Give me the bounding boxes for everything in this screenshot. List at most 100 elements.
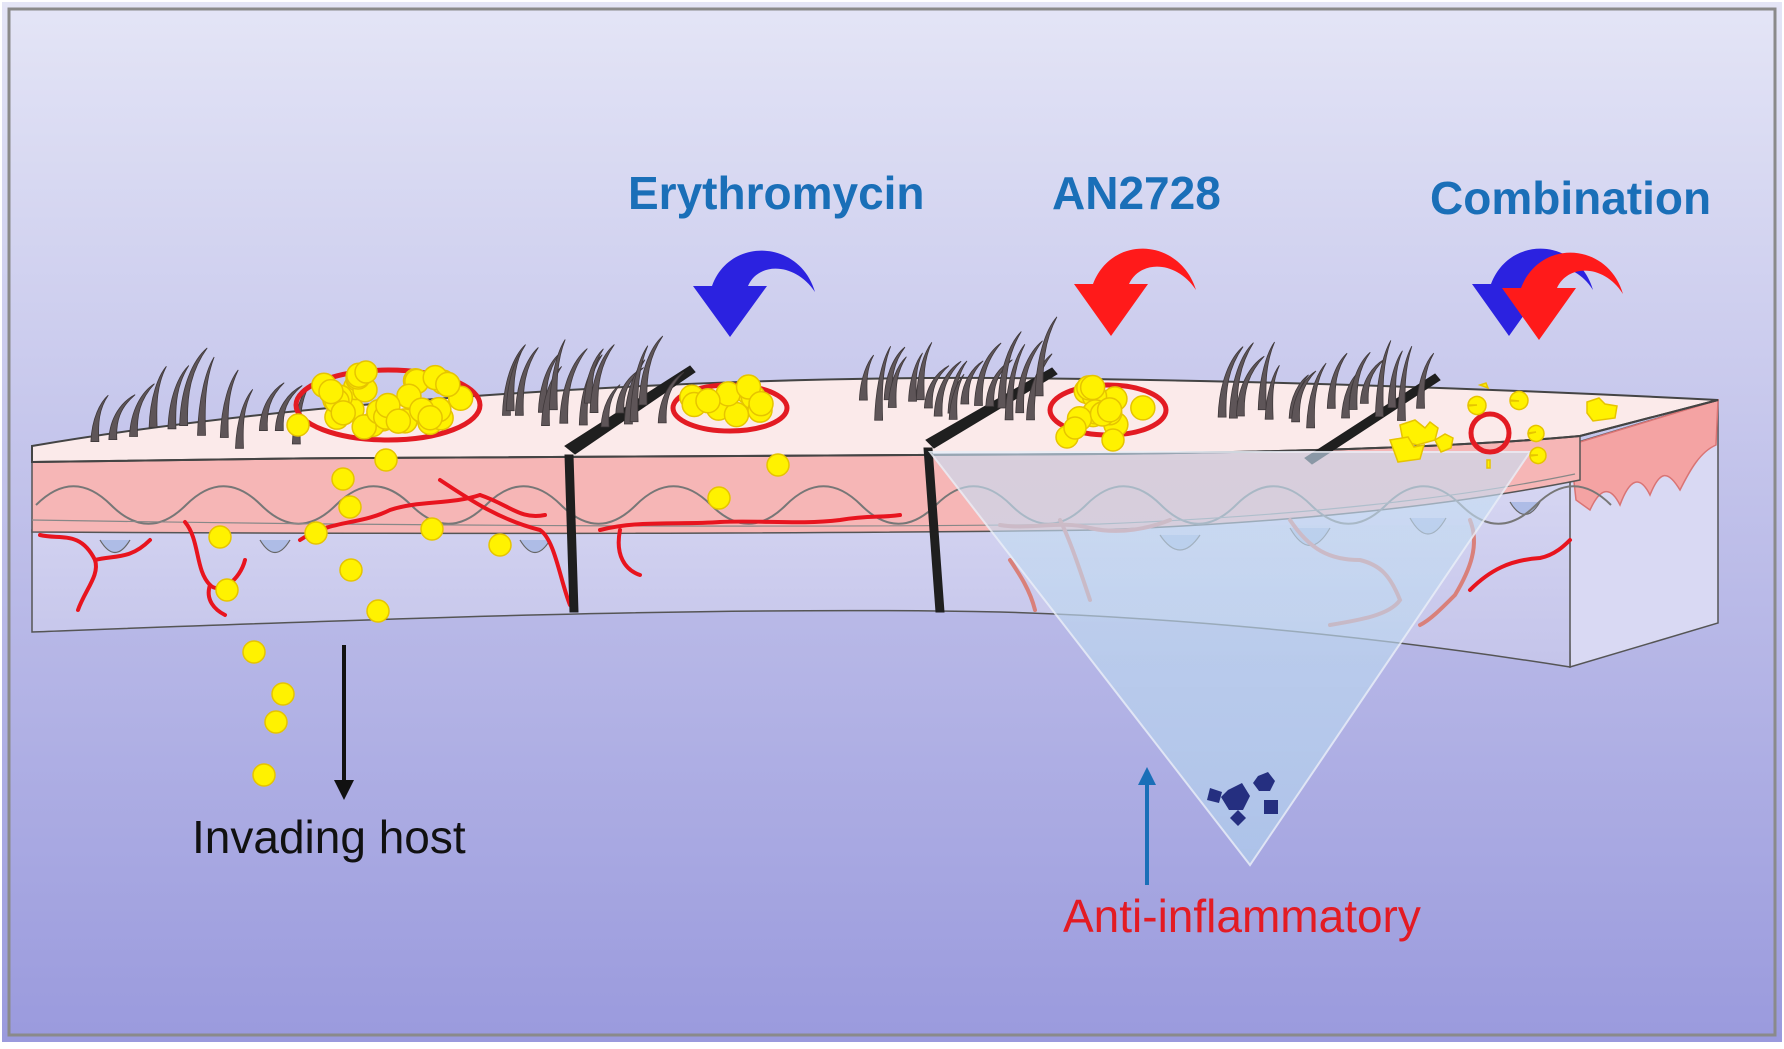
hair-follicle-icon [933,360,962,417]
broken-bacteria-icon [1509,390,1529,411]
molecule-icon [1253,772,1275,791]
lesion-combination [1468,411,1512,455]
label-erythromycin: Erythromycin [628,167,925,219]
hair-follicle-icon [1026,353,1053,421]
hair-follicle-icon [908,352,923,402]
hair-follicles [90,316,1435,449]
molecule-icon [1207,788,1222,803]
hair-follicle-icon [148,366,167,428]
bacteria-icon [435,371,461,398]
bacteria-icon [695,388,721,414]
hair-follicle-icon [235,389,254,449]
hair-follicle-icon [629,345,649,423]
hair-follicle-icon [974,342,1002,406]
broken-bacteria-icon [1388,436,1426,463]
bacteria-icon [1101,428,1125,452]
bacteria-icon [748,390,774,417]
hair-follicle-icon [1326,352,1348,409]
curved-arrow-icon [1074,248,1196,336]
bacteria-icon [331,467,355,491]
bacteria-icon [374,448,398,472]
bacteria-icon [1096,397,1123,423]
bacteria-icon [330,400,356,426]
hair-follicle-icon [600,384,621,428]
bacteria-icon [242,640,266,664]
hair-follicle-icon [1397,345,1413,421]
bacteria-icon [318,378,344,405]
hair-follicle-icon [985,359,1013,407]
hair-follicle-icon [1228,342,1254,419]
hair-follicle-icon [887,356,907,408]
treatment-arrows [334,248,1623,885]
hair-follicle-icon [108,394,136,441]
hair-follicle-icon [505,351,522,412]
bacteria-icon [385,408,412,434]
bacteria-icon [304,521,328,545]
molecule-icon [1230,810,1246,826]
bacteria-clusters [208,360,1156,787]
hair-follicle-icon [179,347,208,427]
hair-follicle-icon [1264,365,1280,420]
curved-arrow-icon [1502,252,1623,340]
bacteria-icon [338,495,362,519]
hair-follicle-icon [997,331,1022,409]
hair-follicle-icon [1374,340,1392,418]
curved-arrow-icon [693,250,815,337]
hair-follicle-icon [1217,346,1244,418]
hair-follicle-icon [258,382,285,431]
broken-bacteria-icon [1527,424,1545,443]
bacteria-icon [215,578,239,602]
hair-follicle-icon [1416,352,1435,409]
bacteria-icon [208,525,232,549]
hair-follicle-icon [548,339,566,411]
hair-follicle-icon [615,367,644,414]
hair-follicle-icon [1015,340,1043,414]
hair-follicle-icon [589,344,615,413]
hair-follicle-icon [559,348,588,424]
bacteria-icon [766,453,790,477]
hair-follicle-icon [514,347,539,416]
hair-follicle-icon [1291,370,1317,423]
broken-bacteria-icon [1434,433,1454,453]
hair-follicle-icon [657,371,685,424]
molecule-icon [1264,800,1278,814]
hair-follicle-icon [129,383,155,437]
bacteria-icon [707,486,731,510]
hair-follicle-icon [858,354,875,401]
bacteria-icon [354,360,378,384]
label-combination: Combination [1430,172,1711,224]
bacteria-icon [271,682,295,706]
slab-side-epidermis [1569,398,1719,512]
label-an2728: AN2728 [1052,167,1221,219]
blood-vessels-right [1468,538,1572,592]
hair-follicle-icon [948,373,965,420]
bacteria-icon [264,710,288,734]
hair-follicle-icon [638,335,664,406]
lesion-untreated [293,367,483,443]
label-anti-inflammatory: Anti-inflammatory [1063,890,1421,942]
hair-follicle-icon [874,346,892,421]
molecule-icon [1221,783,1250,810]
bacteria-icon [1079,374,1106,401]
hair-follicle-icon [219,369,239,438]
hair-follicle-icon [923,365,950,409]
hair-follicle-icon [915,342,933,401]
bacteria-icon [1063,416,1087,440]
hair-follicle-icon [1034,316,1058,397]
hair-follicle-icon [578,354,603,426]
bacteria-icon [1130,395,1156,421]
bacteria-icon [417,405,443,431]
bacteria-icon [252,763,276,787]
drug-molecules [1207,772,1278,826]
hair-follicle-icon [1257,341,1275,411]
bacteria-icon [420,517,444,541]
up-arrow-head [1138,767,1156,785]
hair-follicle-icon [274,385,303,431]
bacteria-icon [366,599,390,623]
broken-bacteria-icon [1586,397,1618,422]
anti-inflammatory-triangle [927,451,1532,867]
hair-follicle-icon [1348,351,1371,410]
hair-follicle-icon [197,356,215,436]
